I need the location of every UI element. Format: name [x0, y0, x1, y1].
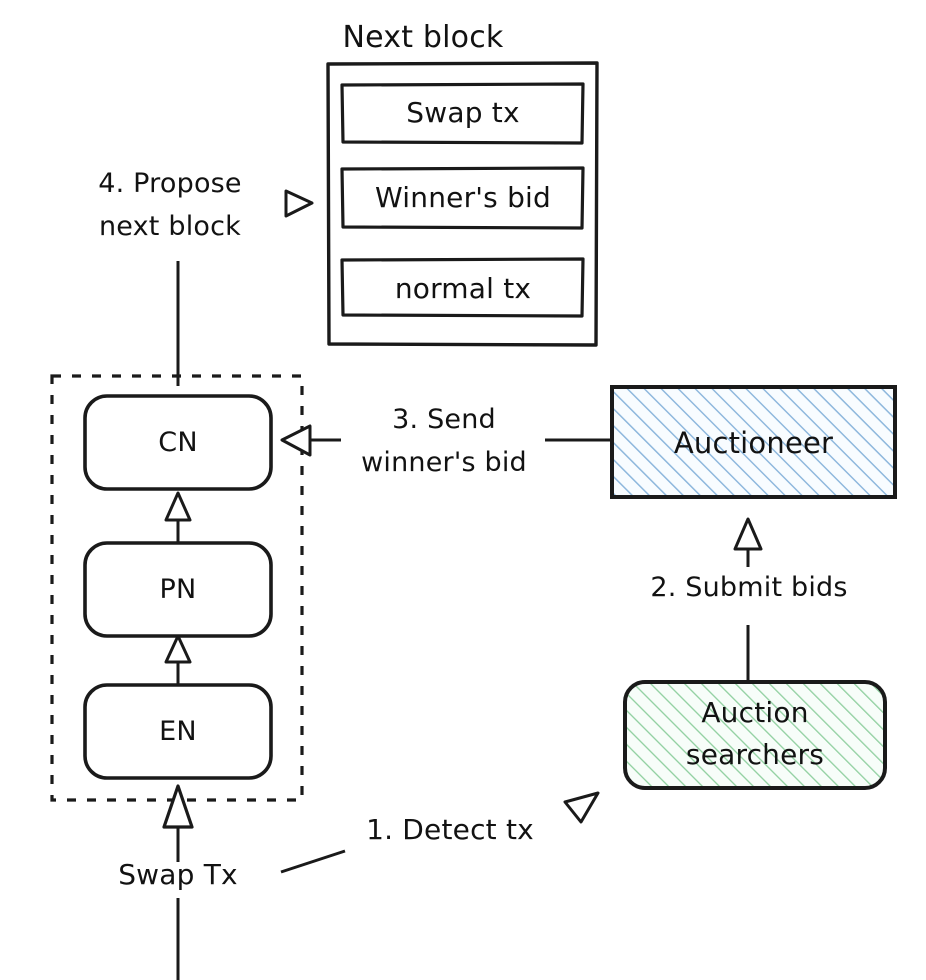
- step-3-label-line1: 3. Send: [392, 404, 496, 435]
- step-4-label-line1: 4. Propose: [98, 168, 242, 199]
- next-block-row-boxes: [340, 82, 585, 318]
- arrow-pn-to-cn: [164, 491, 192, 542]
- auction-searchers-box: [623, 680, 887, 790]
- auctioneer-label: Auctioneer: [673, 426, 834, 460]
- connector-auctioneer-to-cn: [280, 424, 611, 457]
- auction-searchers-label-line2: searchers: [685, 738, 825, 771]
- arrow-submit-bids: [733, 517, 763, 681]
- next-block-frame: [326, 61, 599, 347]
- connector-detect-tx: [280, 791, 600, 874]
- block-row-label-normal-tx: normal tx: [394, 272, 532, 305]
- block-row-label-winners-bid: Winner's bid: [375, 181, 551, 214]
- arrow-en-to-pn: [164, 634, 192, 684]
- node-box-cn: [83, 394, 273, 491]
- step-4-label-line2: next block: [98, 211, 242, 242]
- step-3-label-line2: winner's bid: [361, 447, 527, 478]
- step-1-label: 1. Detect tx: [366, 813, 534, 846]
- node-label-cn: CN: [158, 427, 198, 458]
- node-box-en: [83, 683, 273, 780]
- step-2-label: 2. Submit bids: [650, 572, 848, 603]
- arrow-swap-tx-input: [162, 784, 194, 980]
- node-label-pn: PN: [159, 574, 197, 605]
- auctioneer-box: [610, 385, 897, 499]
- node-label-en: EN: [159, 716, 197, 747]
- input-swap-tx-label: Swap Tx: [118, 858, 238, 891]
- arrowhead-propose-next-block: [284, 189, 314, 218]
- auction-searchers-label-line1: Auction: [701, 696, 809, 729]
- next-block-title: Next block: [342, 20, 504, 55]
- block-row-label-swap-tx: Swap tx: [406, 96, 520, 129]
